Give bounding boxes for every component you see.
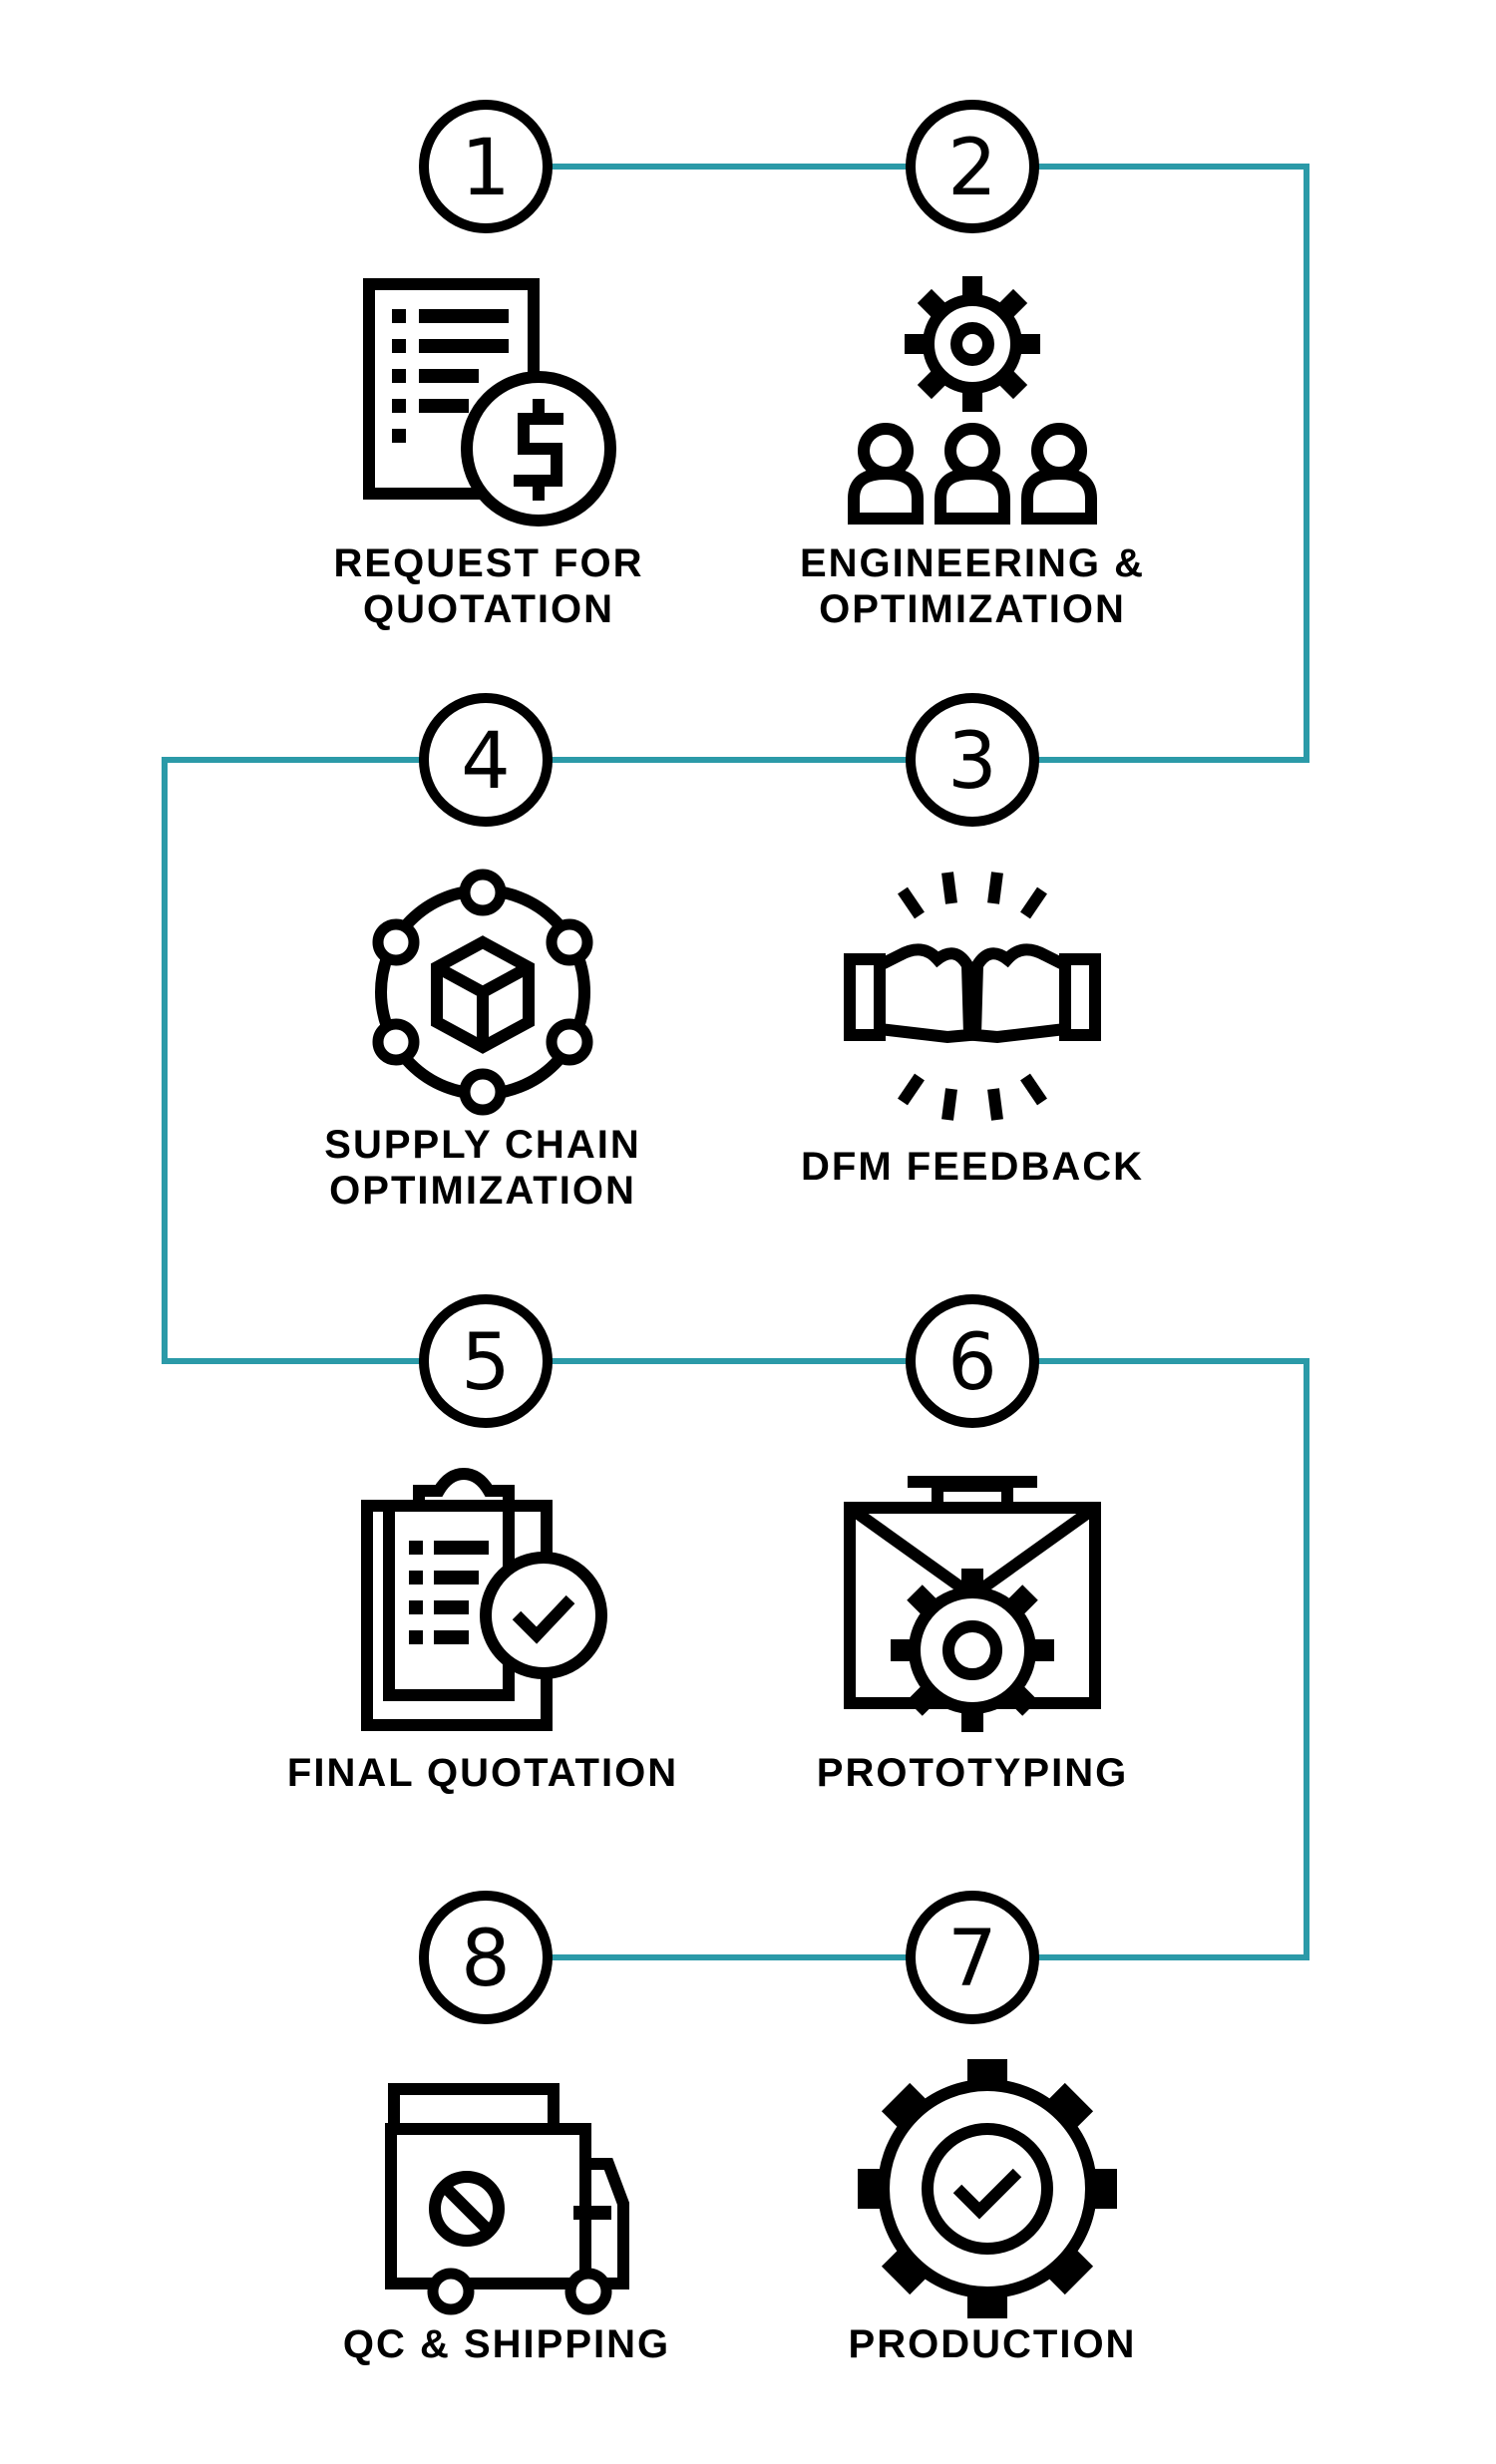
step-circle-5: 5 — [419, 1294, 553, 1428]
step-label-4-line2: OPTIMIZATION — [329, 1169, 636, 1213]
step-label-6: PROTOTYPING — [817, 1750, 1128, 1796]
step-number-4: 4 — [461, 717, 511, 807]
step-label-7: PRODUCTION — [849, 2321, 1137, 2367]
step-label-5: FINAL QUOTATION — [287, 1750, 678, 1796]
step-label-1-line1: REQUEST FOR — [333, 541, 644, 585]
step-circle-2: 2 — [906, 100, 1039, 233]
step-label-7-line1: PRODUCTION — [848, 2322, 1137, 2366]
step-label-8-line1: QC & SHIPPING — [342, 2322, 671, 2366]
step-number-1: 1 — [461, 124, 511, 213]
step-label-8: QC & SHIPPING — [343, 2321, 670, 2367]
network-cube-icon — [372, 869, 593, 1116]
gear-team-icon — [848, 276, 1097, 525]
step-number-8: 8 — [461, 1915, 511, 2004]
step-number-6: 6 — [947, 1318, 997, 1408]
connector-line — [162, 164, 1309, 1960]
step-circle-3: 3 — [906, 693, 1039, 827]
step-label-2-line2: OPTIMIZATION — [819, 587, 1126, 631]
step-number-7: 7 — [947, 1915, 997, 2004]
step-label-3: DFM FEEDBACK — [801, 1144, 1144, 1190]
step-label-1: REQUEST FOR QUOTATION — [334, 540, 644, 632]
step-circle-6: 6 — [906, 1294, 1039, 1428]
step-circle-7: 7 — [906, 1891, 1039, 2024]
fist-bump-icon — [844, 872, 1101, 1121]
step-number-3: 3 — [947, 717, 997, 807]
step-label-1-line2: QUOTATION — [362, 587, 615, 631]
step-circle-4: 4 — [419, 693, 553, 827]
step-label-5-line1: FINAL QUOTATION — [286, 1751, 679, 1795]
step-circle-1: 1 — [419, 100, 553, 233]
step-label-6-line1: PROTOTYPING — [816, 1751, 1129, 1795]
clipboard-check-icon — [361, 1467, 607, 1731]
step-label-4: SUPPLY CHAIN OPTIMIZATION — [324, 1122, 640, 1214]
step-label-2-line1: ENGINEERING & — [799, 541, 1146, 585]
document-dollar-icon — [363, 278, 616, 527]
step-circle-8: 8 — [419, 1891, 553, 2024]
step-label-2: ENGINEERING & OPTIMIZATION — [800, 540, 1145, 632]
flow-connector — [162, 164, 1309, 1960]
step-label-3-line1: DFM FEEDBACK — [801, 1145, 1144, 1189]
step-label-4-line1: SUPPLY CHAIN — [324, 1123, 641, 1167]
briefcase-gear-icon — [844, 1476, 1101, 1732]
step-number-2: 2 — [947, 124, 997, 213]
step-number-5: 5 — [461, 1318, 511, 1408]
truck-icon — [385, 2083, 629, 2315]
gear-check-icon — [858, 2059, 1117, 2318]
